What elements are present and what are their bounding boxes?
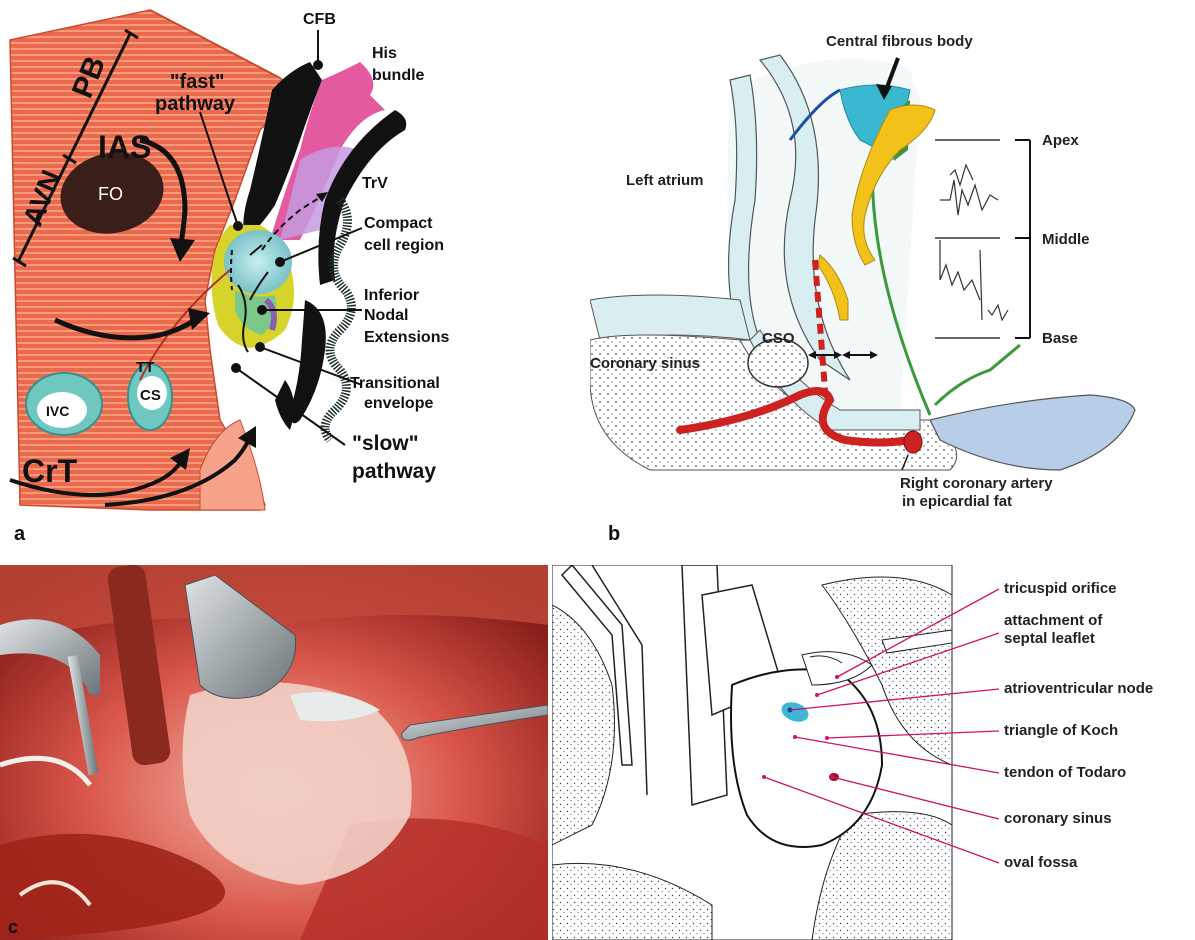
ventricular-septum-base (930, 395, 1135, 470)
label-fast-2: pathway (155, 93, 236, 115)
label-tendon-of-todaro: tendon of Todaro (1004, 764, 1126, 781)
label-rca-2: in epicardial fat (902, 493, 1012, 510)
label-apex: Apex (1042, 132, 1079, 149)
label-rca-1: Right coronary artery (900, 475, 1053, 492)
label-fo: FO (98, 184, 123, 204)
label-middle: Middle (1042, 231, 1090, 248)
label-fast-1: "fast" (170, 71, 225, 93)
label-transitional-1: Transitional (350, 375, 440, 392)
label-base: Base (1042, 330, 1078, 347)
label-triangle-of-koch: triangle of Koch (1004, 722, 1118, 739)
label-left-atrium: Left atrium (626, 172, 704, 189)
label-his-1: His (372, 45, 397, 62)
label-inferior-3: Extensions (364, 329, 449, 346)
label-cso: CSO (762, 330, 795, 347)
panel-letter-a: a (14, 523, 26, 545)
label-compact-1: Compact (364, 215, 433, 232)
panel-letter-c: c (8, 917, 18, 937)
panel-c-surgical-photo: c (0, 565, 548, 940)
label-coronary-sinus-d: coronary sinus (1004, 810, 1112, 827)
label-coronary-sinus-b: Coronary sinus (590, 355, 700, 372)
panel-c-svg: c (0, 565, 548, 940)
label-tricuspid-orifice: tricuspid orifice (1004, 580, 1117, 597)
label-trv: TrV (362, 175, 388, 192)
panel-a-svg: PB AVN IAS FO "fast" pathway CFB His bun… (0, 0, 590, 560)
panel-a-schematic: PB AVN IAS FO "fast" pathway CFB His bun… (0, 0, 590, 560)
panel-b-svg: Central fibrous body Left atrium Apex Mi… (590, 0, 1195, 560)
label-av-node: atrioventricular node (1004, 680, 1153, 697)
label-inferior-1: Inferior (364, 287, 419, 304)
label-slow-1: "slow" (352, 432, 419, 455)
label-tt: TT (136, 359, 154, 376)
label-his-2: bundle (372, 67, 425, 84)
panel-letter-b: b (608, 523, 620, 545)
label-cfb-b: Central fibrous body (826, 33, 973, 50)
label-oval-fossa: oval fossa (1004, 854, 1078, 871)
label-attachment-2: septal leaflet (1004, 630, 1095, 647)
panel-b-schematic: Central fibrous body Left atrium Apex Mi… (590, 0, 1195, 560)
coronary-sinus-tube (590, 295, 750, 340)
label-crt: CrT (22, 453, 78, 489)
label-ias: IAS (98, 129, 151, 165)
label-inferior-2: Nodal (364, 307, 408, 324)
label-compact-2: cell region (364, 237, 444, 254)
label-slow-2: pathway (352, 460, 436, 483)
label-transitional-2: envelope (364, 395, 433, 412)
label-cs: CS (140, 387, 161, 404)
panel-d-line-drawing: tricuspid orifice attachment of septal l… (552, 565, 1195, 940)
panel-d-svg: tricuspid orifice attachment of septal l… (552, 565, 1195, 940)
label-cfb: CFB (303, 11, 336, 28)
label-attachment-1: attachment of (1004, 612, 1103, 629)
label-ivc: IVC (46, 403, 69, 419)
